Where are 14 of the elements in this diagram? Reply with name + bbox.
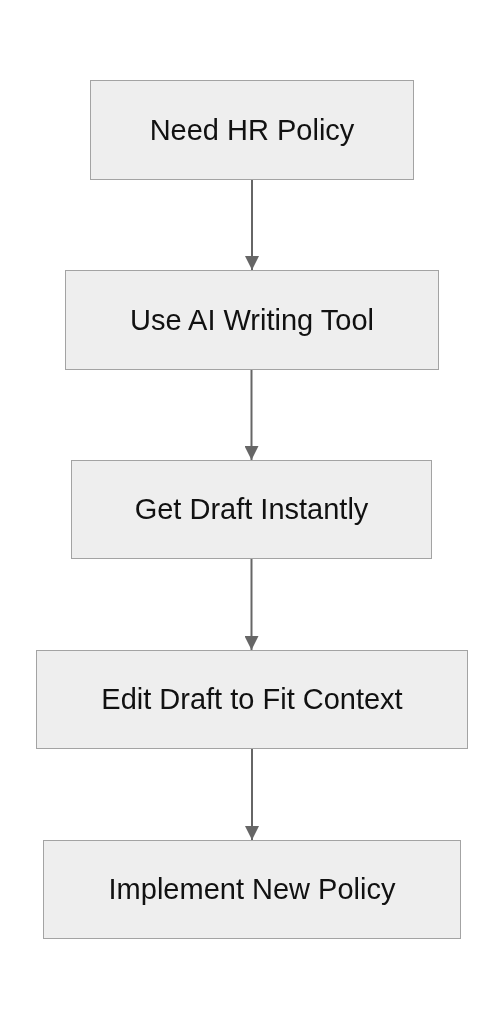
arrow: [244, 558, 259, 651]
node-text: Use AI Writing Tool: [130, 302, 374, 338]
node-text: Implement New Policy: [108, 872, 396, 907]
process-box: [65, 270, 439, 370]
process-box: [43, 840, 461, 939]
node-text: Need HR Policy: [149, 112, 355, 148]
node-text: Edit Draft to Fit Context: [101, 682, 403, 717]
node-text: Get Draft Instantly: [134, 492, 369, 527]
arrow: [245, 748, 259, 841]
process-box: [36, 650, 468, 749]
arrow: [244, 369, 259, 461]
arrow: [245, 179, 259, 271]
process-box: [71, 460, 432, 559]
process-box: [90, 80, 414, 180]
